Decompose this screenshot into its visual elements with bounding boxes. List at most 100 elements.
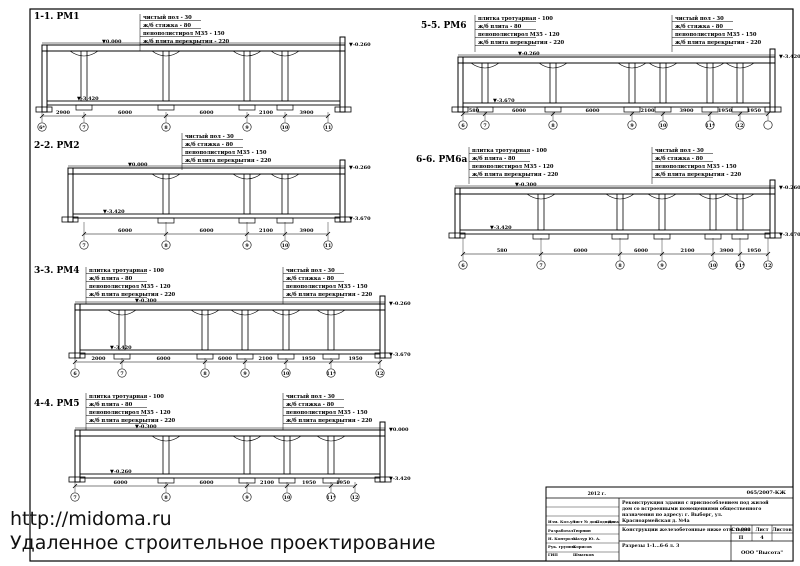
title-block-column: Дата — [608, 519, 619, 524]
level-mark: ▼-0.260 — [349, 165, 371, 171]
layer-legend-right: чистый пол - 30ж/б стяжка - 80пенополист… — [671, 15, 762, 52]
title-block-frame — [545, 486, 794, 562]
column — [162, 50, 170, 102]
column — [658, 193, 666, 231]
foundation-pad — [374, 476, 392, 483]
level-mark: ▼0.000 — [128, 162, 148, 168]
foundation-pad — [448, 232, 466, 239]
layer-legend-right-line: ж/б стяжка - 80 — [675, 23, 723, 30]
axis-bubble — [280, 240, 290, 250]
dimension-tick — [765, 111, 771, 117]
level-mark: ▼-0.300 — [135, 424, 157, 430]
basement-slab — [46, 100, 341, 106]
beam-haunch — [69, 50, 99, 57]
beam-haunch — [151, 50, 181, 57]
dimension-tick — [737, 251, 743, 257]
column — [736, 193, 744, 231]
title-block-column: Кол.уч — [560, 519, 575, 524]
column-footing — [476, 106, 494, 113]
axis-bubble — [705, 120, 715, 130]
level-mark: ▼-0.300 — [135, 298, 157, 304]
level-mark: ▼-3.420 — [389, 476, 411, 482]
watermark-tagline: Удаленное строительное проектирование — [10, 532, 436, 554]
floor-slab — [74, 429, 386, 437]
level-mark: ▼-0.260 — [779, 185, 800, 191]
dimension-tick — [377, 359, 383, 365]
drawing-frame — [29, 8, 794, 562]
layer-legend-left-line: ж/б плита - 80 — [89, 275, 133, 282]
dimension-tick — [81, 113, 87, 119]
layer-legend-right-line: пенополистирол М35 - 150 — [286, 284, 368, 290]
level-mark: ▼-3.420 — [110, 345, 132, 351]
level-mark: ▼0.000 — [102, 39, 122, 45]
axis-label: 10 — [282, 125, 289, 131]
dimension-tick — [119, 359, 125, 365]
title-block-role: Разработал — [548, 528, 574, 533]
span-dimension: 6000 — [218, 356, 232, 362]
column — [327, 435, 335, 475]
foundation-pad — [68, 476, 86, 483]
dimension-tick — [163, 231, 169, 237]
project-name: Красноармейская д. №4а — [622, 517, 690, 524]
layer-legend-right-line: ж/б плита перекрытия - 220 — [655, 171, 742, 178]
beam-haunch — [151, 435, 181, 442]
layer-legend: чистый пол - 30ж/б стяжка - 80пенополист… — [181, 133, 272, 170]
stage-header: Стадия — [731, 527, 751, 533]
layer-legend-left-line: ж/б плита перекрытия - 220 — [472, 171, 559, 178]
axis-label: 12 — [377, 371, 384, 377]
column — [537, 193, 545, 231]
column-footing — [544, 106, 562, 113]
span-dimension: 3900 — [680, 108, 694, 114]
column — [706, 62, 714, 104]
span-dimension: 1950 — [302, 356, 316, 362]
span-dimension: 2000 — [92, 356, 106, 362]
column-footing — [731, 106, 749, 113]
dimension-tick — [707, 111, 713, 117]
level-mark: ▼-3.420 — [490, 225, 512, 231]
axis-bubble — [70, 368, 80, 378]
level-mark: ▼-0.260 — [518, 51, 540, 57]
axis-bubble — [323, 122, 333, 132]
axis-bubble — [200, 368, 210, 378]
dimension-tick — [710, 251, 716, 257]
layer-legend: чистый пол - 30ж/б стяжка - 80пенополист… — [139, 14, 230, 51]
axis-label: 7 — [120, 371, 123, 377]
layer-legend-left-line: ж/б плита перекрытия - 220 — [89, 417, 176, 424]
axis-label: 10 — [284, 495, 291, 501]
layer-legend-right-line: ж/б стяжка - 80 — [286, 275, 334, 282]
dimension-tick — [660, 111, 666, 117]
span-dimension: 2100 — [259, 356, 273, 362]
axis-label: 6 — [461, 263, 465, 269]
axis-label: 10 — [283, 371, 290, 377]
foundation-pad — [374, 352, 392, 359]
axis-label: 8 — [551, 123, 555, 129]
layer-legend-right: чистый пол - 30ж/б стяжка - 80пенополист… — [282, 393, 373, 430]
column-footing — [238, 104, 256, 111]
title-block-person: Борисов — [573, 544, 592, 549]
column-footing — [701, 106, 719, 113]
dimension-tick — [242, 359, 248, 365]
dimension-tick — [538, 251, 544, 257]
layer-legend-left-line: ж/б плита перекрытия - 220 — [478, 39, 565, 46]
dimension-tick — [737, 111, 743, 117]
axis-bubble — [735, 260, 745, 270]
level-mark: ▼-0.260 — [349, 42, 371, 48]
axis-bubble — [326, 492, 336, 502]
dimension-tick — [352, 483, 358, 489]
axis-bubble — [763, 260, 773, 270]
level-mark: ▼-3.420 — [77, 96, 99, 102]
layer-legend-left-line: пенополистирол М35 - 120 — [478, 32, 560, 38]
layer-legend-right-line: пенополистирол М35 - 150 — [675, 32, 757, 38]
span-dimension: 6000 — [200, 228, 214, 234]
column — [162, 435, 170, 475]
axis-label: 11 — [325, 243, 332, 249]
basement-slab — [79, 473, 381, 479]
dimension-tick — [163, 483, 169, 489]
span-dimension: 2100 — [681, 248, 695, 254]
column-footing — [654, 106, 672, 113]
axis-bubble — [763, 120, 773, 130]
level-mark: ▼-0.260 — [110, 469, 132, 475]
column — [80, 50, 88, 102]
column — [282, 309, 290, 351]
